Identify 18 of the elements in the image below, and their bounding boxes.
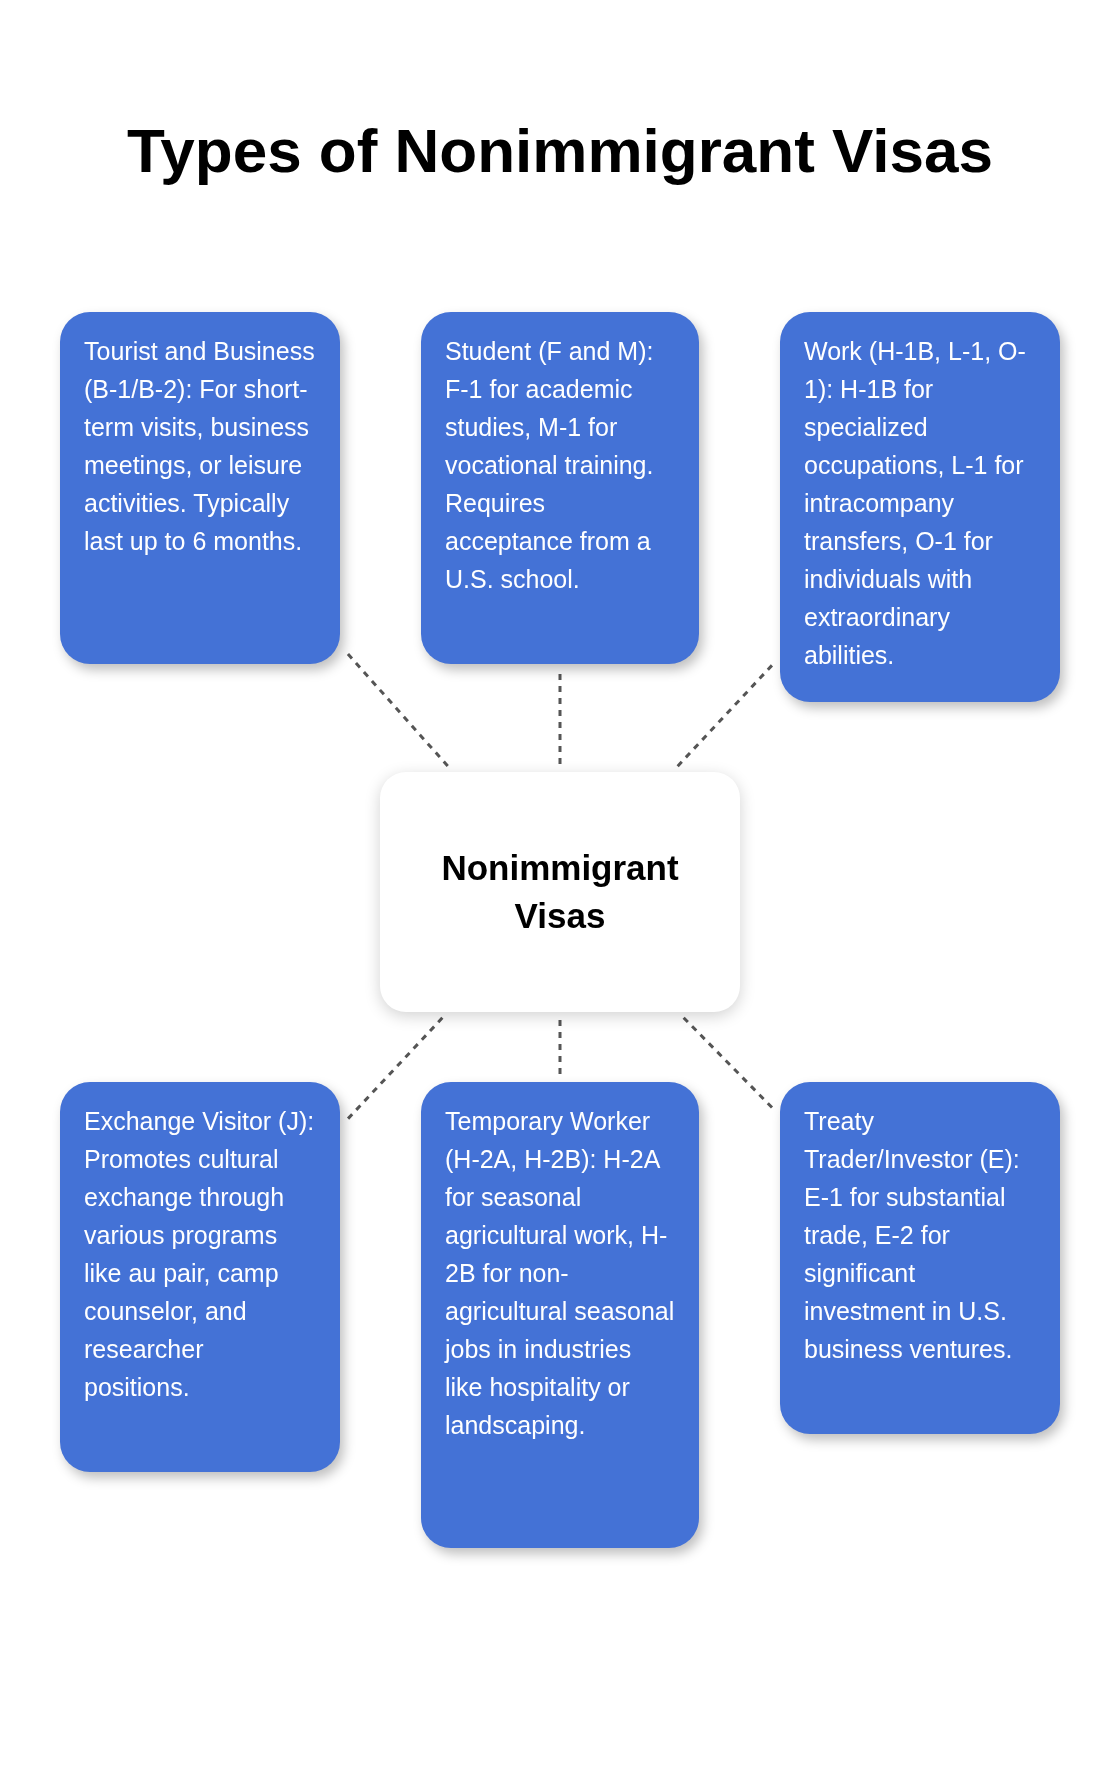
card-text: Work (H-1B, L-1, O-1): H-1B for specialized occupations, L-1 for intracompany transfers, O-1 for individuals with extraordinary abilities.	[804, 336, 1027, 671]
central-box	[380, 772, 740, 1012]
card-text: Temporary Worker (H-2A, H-2B): H-2A for seasonal agricultural work, H-2B for non-agricultural seasonal jobs in industries like hospitality or landscaping.	[445, 1106, 675, 1441]
info-card	[60, 1082, 340, 1472]
info-card	[780, 1082, 1060, 1434]
connector-line	[682, 1016, 776, 1111]
hub-label: Nonimmigrant Visas	[440, 847, 680, 937]
info-card	[421, 1082, 699, 1548]
card-text: Student (F and M): F-1 for academic studies, M-1 for vocational training. Requires acceptance from a U.S. school.	[445, 336, 655, 595]
connector-line	[558, 672, 562, 764]
info-card	[780, 312, 1060, 702]
connector-line	[558, 1020, 562, 1074]
info-card	[60, 312, 340, 664]
card-text: Treaty Trader/Investor (E): E-1 for substantial trade, E-2 for significant investment in U.S. business ventures.	[804, 1106, 1021, 1365]
info-card	[421, 312, 699, 664]
title: Types of Nonimmigrant Visas	[126, 115, 994, 187]
card-text: Exchange Visitor (J): Promotes cultural exchange through various programs like au pair, camp counselor, and researcher positions.	[84, 1106, 316, 1403]
card-text: Tourist and Business (B-1/B-2): For short-term visits, business meetings, or leisure activities. Typically last up to 6 months.	[84, 336, 316, 557]
